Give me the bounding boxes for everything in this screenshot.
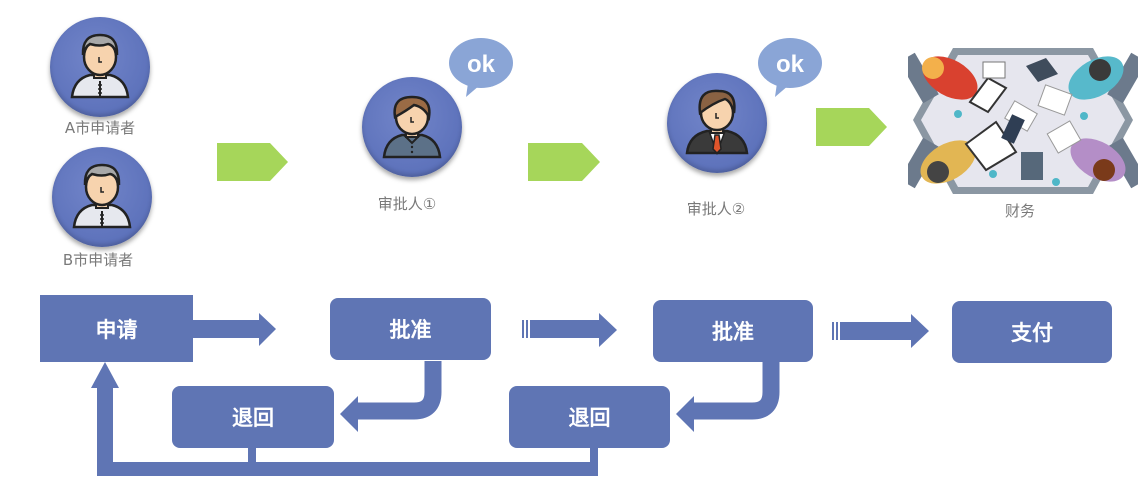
- return-label-2: 退回: [568, 406, 611, 430]
- approver-2-label: 审批人②: [686, 200, 746, 218]
- ok-bubble-text: ok: [467, 51, 496, 78]
- arrow-tail-stripe: [522, 320, 524, 338]
- right-arrow-icon: [840, 314, 929, 348]
- approver-1-label: 审批人①: [377, 195, 437, 213]
- return-arrow-icon: [694, 361, 780, 420]
- manager-avatar-icon: [685, 89, 749, 156]
- return-line: [97, 462, 153, 476]
- approve-box-1[interactable]: 批准: [330, 298, 491, 360]
- applicant-avatar-icon: [72, 163, 132, 229]
- applicant-b-avatar: [52, 147, 152, 247]
- arrow-tail-stripe: [526, 320, 528, 338]
- return-box-2[interactable]: 退回: [509, 386, 670, 448]
- return-line: [144, 462, 598, 476]
- pay-label: 支付: [1011, 321, 1053, 345]
- applicant-a-avatar: [50, 17, 150, 117]
- apply-label: 申请: [95, 317, 138, 342]
- return-box-1[interactable]: 退回: [172, 386, 334, 448]
- green-arrow-icon: [816, 108, 887, 146]
- arrow-tail-stripe: [836, 322, 838, 340]
- ok-bubble-2: ok: [757, 37, 827, 103]
- return-line: [97, 385, 113, 476]
- return-line: [248, 446, 256, 462]
- right-arrow-icon: [530, 313, 617, 347]
- ok-bubble-text: ok: [776, 51, 805, 78]
- ok-bubble-1: ok: [448, 37, 518, 103]
- approver-avatar-icon: [382, 95, 442, 159]
- return-label-1: 退回: [232, 406, 274, 430]
- pay-box[interactable]: 支付: [952, 301, 1112, 363]
- finance-label: 财务: [1004, 202, 1035, 220]
- return-line: [590, 446, 598, 476]
- apply-box[interactable]: 申请: [40, 295, 193, 362]
- applicant-b-label: B市申请者: [62, 251, 134, 269]
- up-arrow-icon: [91, 362, 119, 388]
- approve-label-1: 批准: [389, 318, 432, 342]
- approve-label-2: 批准: [712, 320, 754, 344]
- applicant-avatar-icon: [70, 33, 130, 99]
- finance-illustration: [899, 44, 1147, 203]
- approver-2-avatar: [667, 73, 767, 173]
- meeting-table-illustration: [899, 48, 1147, 194]
- green-arrow-icon: [217, 143, 288, 181]
- return-arrow-icon: [358, 361, 442, 420]
- approver-1-avatar: [362, 77, 462, 177]
- applicant-a-label: A市申请者: [64, 119, 136, 137]
- green-arrow-icon: [528, 143, 600, 181]
- approve-box-2[interactable]: 批准: [653, 300, 813, 362]
- right-arrow-icon: [193, 313, 276, 346]
- arrow-tail-stripe: [832, 322, 834, 340]
